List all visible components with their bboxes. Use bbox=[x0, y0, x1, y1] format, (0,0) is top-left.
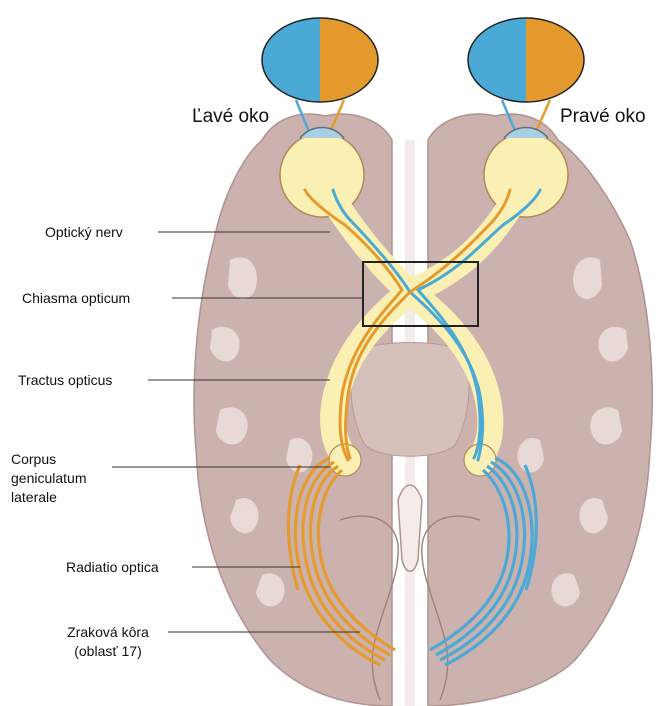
brain bbox=[194, 114, 652, 706]
cortex-label-line-1: Zraková kôra bbox=[48, 623, 168, 641]
optic-nerve-label: Optický nerv bbox=[45, 223, 123, 241]
right-field-blue-half bbox=[468, 18, 526, 102]
lgn-label-line-3: laterale bbox=[11, 488, 57, 506]
lgn-label-line-1: Corpus bbox=[11, 450, 56, 468]
left-eye-label: Ľavé oko bbox=[192, 106, 269, 128]
occipital-notch bbox=[398, 485, 422, 571]
tract-label: Tractus opticus bbox=[18, 371, 112, 389]
lgn-label-line-2: geniculatum bbox=[11, 469, 87, 487]
radiation-label: Radiatio optica bbox=[66, 558, 159, 576]
left-visual-field bbox=[262, 18, 378, 102]
thalamus-region bbox=[351, 343, 469, 457]
left-field-orange-half bbox=[320, 18, 378, 102]
cortex-label-line-2: (oblasť 17) bbox=[48, 642, 168, 660]
right-visual-field bbox=[468, 18, 584, 102]
right-field-orange-half bbox=[526, 18, 584, 102]
left-field-blue-half bbox=[262, 18, 320, 102]
chiasm-label: Chiasma opticum bbox=[22, 289, 130, 307]
right-eye-label: Pravé oko bbox=[560, 106, 646, 128]
